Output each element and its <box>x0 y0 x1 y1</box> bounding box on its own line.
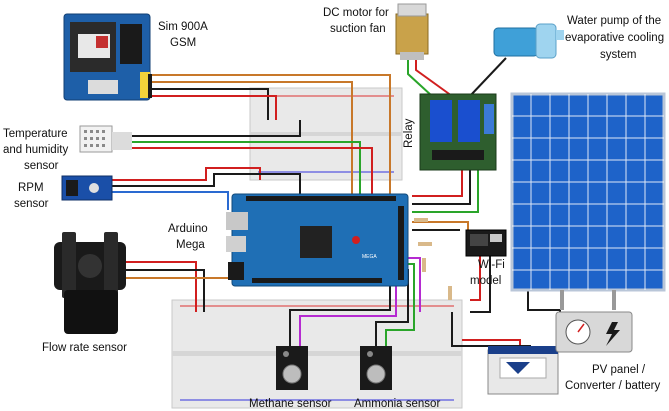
wifi-label-line2: model <box>470 275 501 287</box>
ammonia-sensor <box>360 346 392 390</box>
arduino-label-line1: Arduino <box>168 223 208 235</box>
water-pump <box>493 23 564 59</box>
methane-label: Methane sensor <box>249 398 332 410</box>
flow-rate-sensor <box>54 232 126 334</box>
top-breadboard <box>249 87 403 181</box>
solar-panel <box>510 92 666 310</box>
wifi-module <box>465 229 507 257</box>
rpm-label-line1: RPM <box>18 182 44 194</box>
wires <box>112 57 561 354</box>
motor-label-line2: suction fan <box>330 23 386 35</box>
gsm-module <box>63 13 152 101</box>
svg-text:MEGA: MEGA <box>362 254 377 260</box>
relay-module <box>419 93 497 171</box>
gsm-label-line2: GSM <box>170 37 196 49</box>
rpm-sensor <box>61 175 113 201</box>
rpm-label-line2: sensor <box>14 198 49 210</box>
dc-motor <box>395 3 429 60</box>
pump-label-line1: Water pump of the <box>567 15 661 27</box>
pv-label-line1: PV panel / <box>592 364 646 376</box>
temp-label-line2: and humidity <box>3 144 68 156</box>
pv-label-line2: Converter / battery <box>565 380 660 392</box>
ammonia-label: Ammonia sensor <box>354 398 440 410</box>
battery <box>487 346 559 395</box>
temp-humidity-sensor <box>79 125 132 153</box>
motor-label-line1: DC motor for <box>323 7 389 19</box>
wifi-label-line1: Wi-Fi <box>478 259 505 271</box>
converter <box>555 311 633 353</box>
arduino-mega: MEGA <box>226 193 409 287</box>
arduino-label-line2: Mega <box>176 239 205 251</box>
temp-label-line3: sensor <box>24 160 59 172</box>
resistors <box>414 218 452 300</box>
pump-label-line2: evaporative cooling <box>565 32 664 44</box>
gsm-label-line1: Sim 900A <box>158 21 208 33</box>
flow-label: Flow rate sensor <box>42 342 127 354</box>
methane-sensor <box>276 346 308 390</box>
relay-label: Relay <box>403 118 415 148</box>
pump-label-line3: system <box>600 49 636 61</box>
temp-label-line1: Temperature <box>3 128 68 140</box>
